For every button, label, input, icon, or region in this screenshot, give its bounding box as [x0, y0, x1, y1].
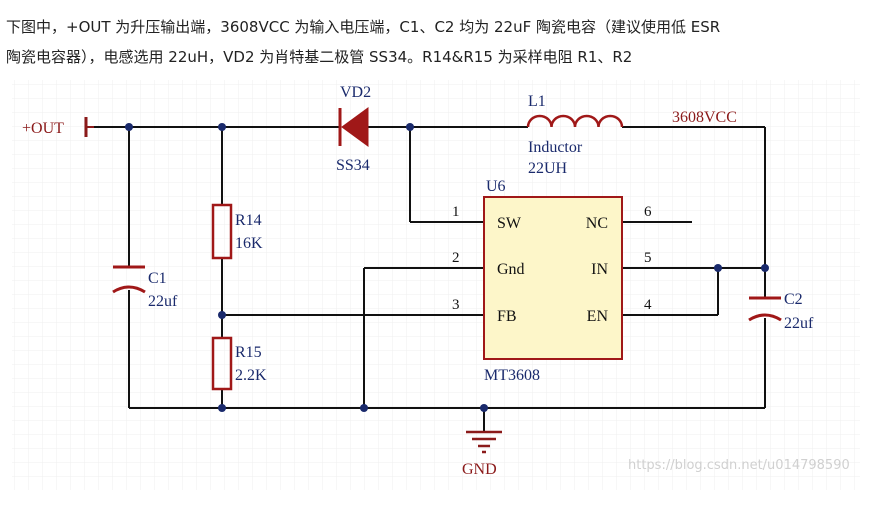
- inductor-type: Inductor: [528, 139, 583, 156]
- description-line-1: 下图中，+OUT 为升压输出端，3608VCC 为输入电压端，C1、C2 均为 …: [6, 18, 721, 36]
- out-port: [84, 117, 94, 137]
- inductor-value: 22UH: [528, 160, 568, 177]
- resistor-r14: [211, 203, 233, 260]
- capacitor-c1: [112, 265, 146, 294]
- junction-dots: [125, 123, 769, 412]
- watermark: https://blog.csdn.net/u014798590: [628, 458, 850, 473]
- pin-fb-number: 3: [452, 297, 460, 313]
- r14-ref: R14: [235, 212, 262, 229]
- gnd-symbol: [466, 430, 502, 454]
- ic-ref: U6: [486, 178, 506, 195]
- diode-value: SS34: [336, 157, 370, 174]
- r15-value: 2.2K: [235, 367, 267, 384]
- pin-gnd-number: 2: [452, 250, 460, 266]
- inductor-ref: L1: [528, 93, 546, 110]
- pin-in-name: IN: [591, 261, 608, 278]
- capacitor-c2: [748, 296, 782, 322]
- pin-gnd-name: Gnd: [497, 261, 525, 278]
- pin-en-number: 4: [644, 297, 652, 313]
- ic-part: MT3608: [484, 367, 540, 384]
- pin-in-number: 5: [644, 250, 652, 266]
- gnd-label: GND: [462, 461, 497, 478]
- pin-en-name: EN: [587, 308, 609, 325]
- r15-ref: R15: [235, 344, 262, 361]
- diode-ref: VD2: [340, 84, 371, 101]
- inductor-l1: [526, 114, 624, 128]
- r14-value: 16K: [235, 235, 263, 252]
- ic-body: [483, 196, 623, 360]
- resistor-r15: [211, 336, 233, 391]
- description-line-2: 陶瓷电容器），电感选用 22uH，VD2 为肖特基二极管 SS34。R14&R1…: [6, 48, 633, 66]
- c1-value: 22uf: [148, 293, 178, 310]
- grid-background: [12, 80, 860, 490]
- c2-ref: C2: [784, 291, 803, 308]
- pin-nc-name: NC: [586, 215, 608, 232]
- c1-ref: C1: [148, 270, 167, 287]
- description-text: 下图中，+OUT 为升压输出端，3608VCC 为输入电压端，C1、C2 均为 …: [6, 12, 866, 72]
- out-label: +OUT: [22, 120, 64, 137]
- c2-value: 22uf: [784, 315, 814, 332]
- pin-sw-number: 1: [452, 204, 460, 220]
- diode-vd2: [338, 107, 369, 147]
- pin-nc-number: 6: [644, 204, 652, 220]
- vcc-label: 3608VCC: [672, 109, 737, 126]
- pin-sw-name: SW: [497, 215, 522, 232]
- pin-fb-name: FB: [497, 308, 517, 325]
